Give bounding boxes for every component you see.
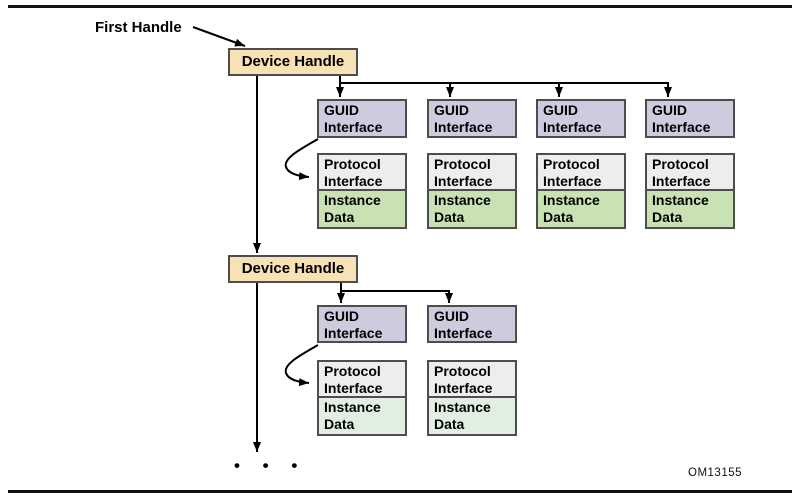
guid-interface-box: GUID Interface [317,305,407,343]
group1-guid-to-protocol-curve [284,138,319,181]
instance-data-box: Instance Data [429,191,515,227]
instance-data-box: Instance Data [647,191,733,227]
guid-interface-box: GUID Interface [536,99,626,138]
ellipsis-dots: • • • [234,456,307,475]
first-handle-label: First Handle [95,19,182,36]
bottom-rule [8,490,792,493]
first-handle-arrow [192,26,246,47]
protocol-interface-box: Protocol Interface [429,155,515,191]
protocol-interface-box: Protocol Interface [538,155,624,191]
protocol-stack: Protocol Interface Instance Data [645,153,735,229]
protocol-stack: Protocol Interface Instance Data [536,153,626,229]
instance-data-box: Instance Data [538,191,624,227]
guid-interface-box: GUID Interface [427,99,517,138]
protocol-interface-box: Protocol Interface [319,362,405,398]
instance-data-box: Instance Data [319,191,405,227]
protocol-stack: Protocol Interface Instance Data [317,153,407,229]
guid-interface-box: GUID Interface [645,99,735,138]
instance-data-box: Instance Data [429,398,515,434]
protocol-stack: Protocol Interface Instance Data [427,153,517,229]
protocol-stack: Protocol Interface Instance Data [317,360,407,436]
protocol-interface-box: Protocol Interface [429,362,515,398]
top-rule [8,5,792,8]
group2-guid-to-protocol-curve [284,344,319,387]
protocol-stack: Protocol Interface Instance Data [427,360,517,436]
guid-interface-box: GUID Interface [427,305,517,343]
guid-interface-box: GUID Interface [317,99,407,138]
device-handle-box-2: Device Handle [228,255,358,283]
protocol-interface-box: Protocol Interface [319,155,405,191]
figure-code: OM13155 [688,467,743,479]
group1-connector-rail [339,74,669,84]
protocol-interface-box: Protocol Interface [647,155,733,191]
instance-data-box: Instance Data [319,398,405,434]
device-handle-box-1: Device Handle [228,48,358,76]
group2-connector-rail [340,282,450,292]
